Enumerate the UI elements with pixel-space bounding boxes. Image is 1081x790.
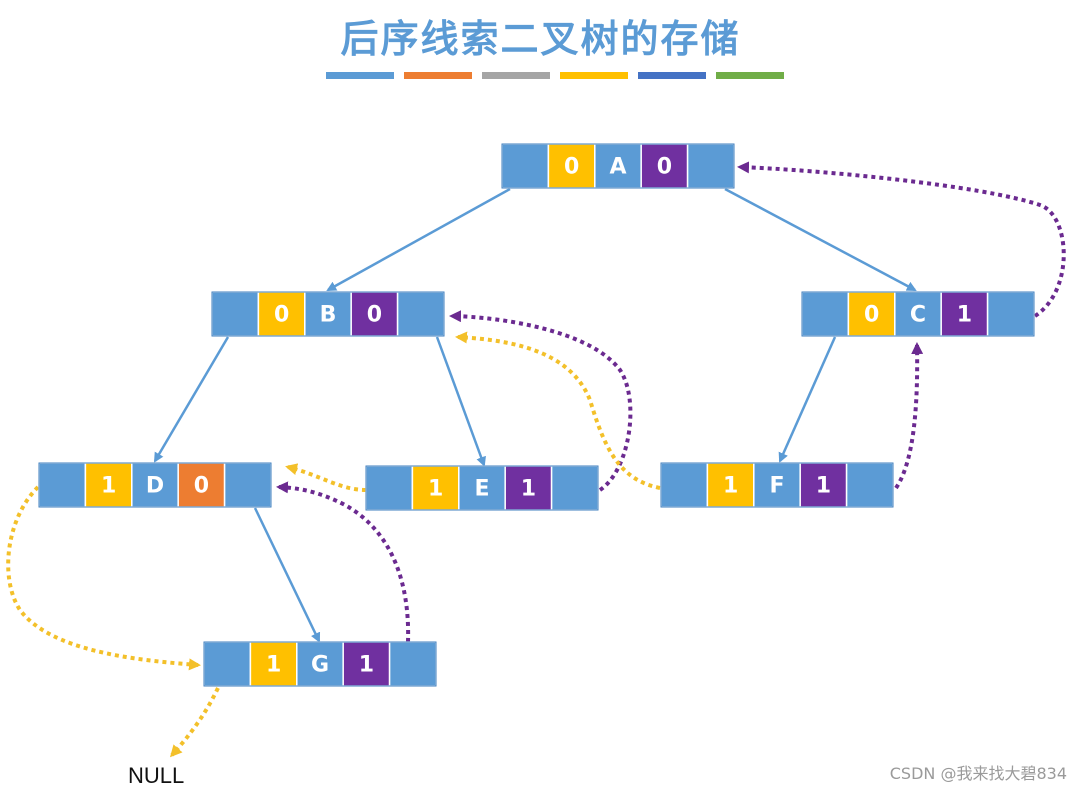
- node-g-ltag-label: 1: [266, 653, 281, 678]
- node-a-data-cell: [594, 143, 642, 189]
- node-f-ltag-label: 1: [723, 474, 738, 499]
- node-b-lchild-cell: [211, 291, 260, 337]
- node-d-ltag-label: 1: [101, 474, 116, 499]
- node-f-rchild-cell: [845, 462, 894, 508]
- node-d-border: [38, 462, 272, 508]
- node-d-rtag-cell: [177, 462, 226, 508]
- node-f-border: [660, 462, 894, 508]
- node-g: 1 G 1: [203, 641, 437, 687]
- node-e-rtag-label: 1: [521, 477, 536, 502]
- watermark: CSDN @我来找大碧834: [889, 764, 1067, 783]
- node-f-data-cell: [753, 462, 801, 508]
- color-strip-segment: [482, 72, 550, 79]
- node-c-lchild-cell: [801, 291, 850, 337]
- node-g-rchild-cell: [388, 641, 437, 687]
- node-b-ltag-label: 0: [274, 303, 289, 328]
- node-c-rchild-cell: [986, 291, 1035, 337]
- thread-e-to-b: [449, 310, 633, 492]
- thread-g-to-d: [276, 481, 411, 643]
- node-a-rtag-label: 0: [657, 155, 672, 180]
- edge-a-b: [326, 187, 511, 292]
- node-d-data-label: D: [146, 474, 164, 499]
- node-c-data-cell: [894, 291, 942, 337]
- node-b-rtag-label: 0: [367, 303, 382, 328]
- node-a-data-label: A: [609, 155, 626, 180]
- node-d: 1 D 0: [38, 462, 272, 508]
- edge-a-c: [724, 187, 917, 292]
- node-g-rtag-cell: [342, 641, 391, 687]
- color-strip-segment: [404, 72, 472, 79]
- thread-d-to-g: [6, 485, 201, 671]
- node-d-lchild-cell: [38, 462, 87, 508]
- edge-b-e: [435, 336, 486, 467]
- edge-b-d: [153, 336, 230, 463]
- node-e-rchild-cell: [550, 465, 599, 511]
- node-e: 1 E 1: [365, 465, 599, 511]
- diagram-title: 后序线索二叉树的存储: [340, 17, 741, 61]
- node-a-lchild-cell: [501, 143, 550, 189]
- node-e-lchild-cell: [365, 465, 414, 511]
- node-a-rtag-cell: [640, 143, 689, 189]
- node-f-rtag-label: 1: [816, 474, 831, 499]
- node-g-border: [203, 641, 437, 687]
- node-g-lchild-cell: [203, 641, 252, 687]
- edge-d-g: [253, 507, 321, 643]
- node-f-lchild-cell: [660, 462, 709, 508]
- node-b: 0 B 0: [211, 291, 445, 337]
- node-c: 0 C 1: [801, 291, 1035, 337]
- edge-c-f: [778, 336, 837, 463]
- node-a: 0 A 0: [501, 143, 735, 189]
- node-c-border: [801, 291, 1035, 337]
- color-strip-segment: [638, 72, 706, 79]
- node-d-rchild-cell: [223, 462, 272, 508]
- node-e-data-label: E: [474, 477, 489, 502]
- node-g-rtag-label: 1: [359, 653, 374, 678]
- node-c-ltag-label: 0: [864, 303, 879, 328]
- tree-edges: [153, 187, 917, 643]
- node-b-rchild-cell: [396, 291, 445, 337]
- color-strip-segment: [716, 72, 784, 79]
- thread-f-to-c: [894, 342, 924, 490]
- node-a-border: [501, 143, 735, 189]
- node-b-data-label: B: [320, 303, 337, 328]
- node-e-border: [365, 465, 599, 511]
- thread-c-to-a: [737, 161, 1066, 318]
- color-strip-segment: [560, 72, 628, 79]
- thread-e-to-d: [285, 463, 367, 492]
- threads: [6, 161, 1066, 758]
- node-a-ltag-label: 0: [564, 155, 579, 180]
- node-f-data-label: F: [769, 474, 784, 499]
- node-d-rtag-label: 0: [194, 474, 209, 499]
- node-c-rtag-label: 1: [957, 303, 972, 328]
- thread-f-to-b: [455, 331, 661, 490]
- node-f-ltag-cell: [706, 462, 755, 508]
- node-e-ltag-label: 1: [428, 477, 443, 502]
- node-f: 1 F 1: [660, 462, 894, 508]
- node-g-data-label: G: [311, 653, 329, 678]
- node-b-border: [211, 291, 445, 337]
- thread-g-to-null: [169, 687, 220, 758]
- node-a-rchild-cell: [686, 143, 735, 189]
- color-strip-segment: [326, 72, 394, 79]
- null-label: NULL: [128, 763, 185, 788]
- node-c-data-label: C: [910, 303, 926, 328]
- color-strip: [326, 72, 784, 80]
